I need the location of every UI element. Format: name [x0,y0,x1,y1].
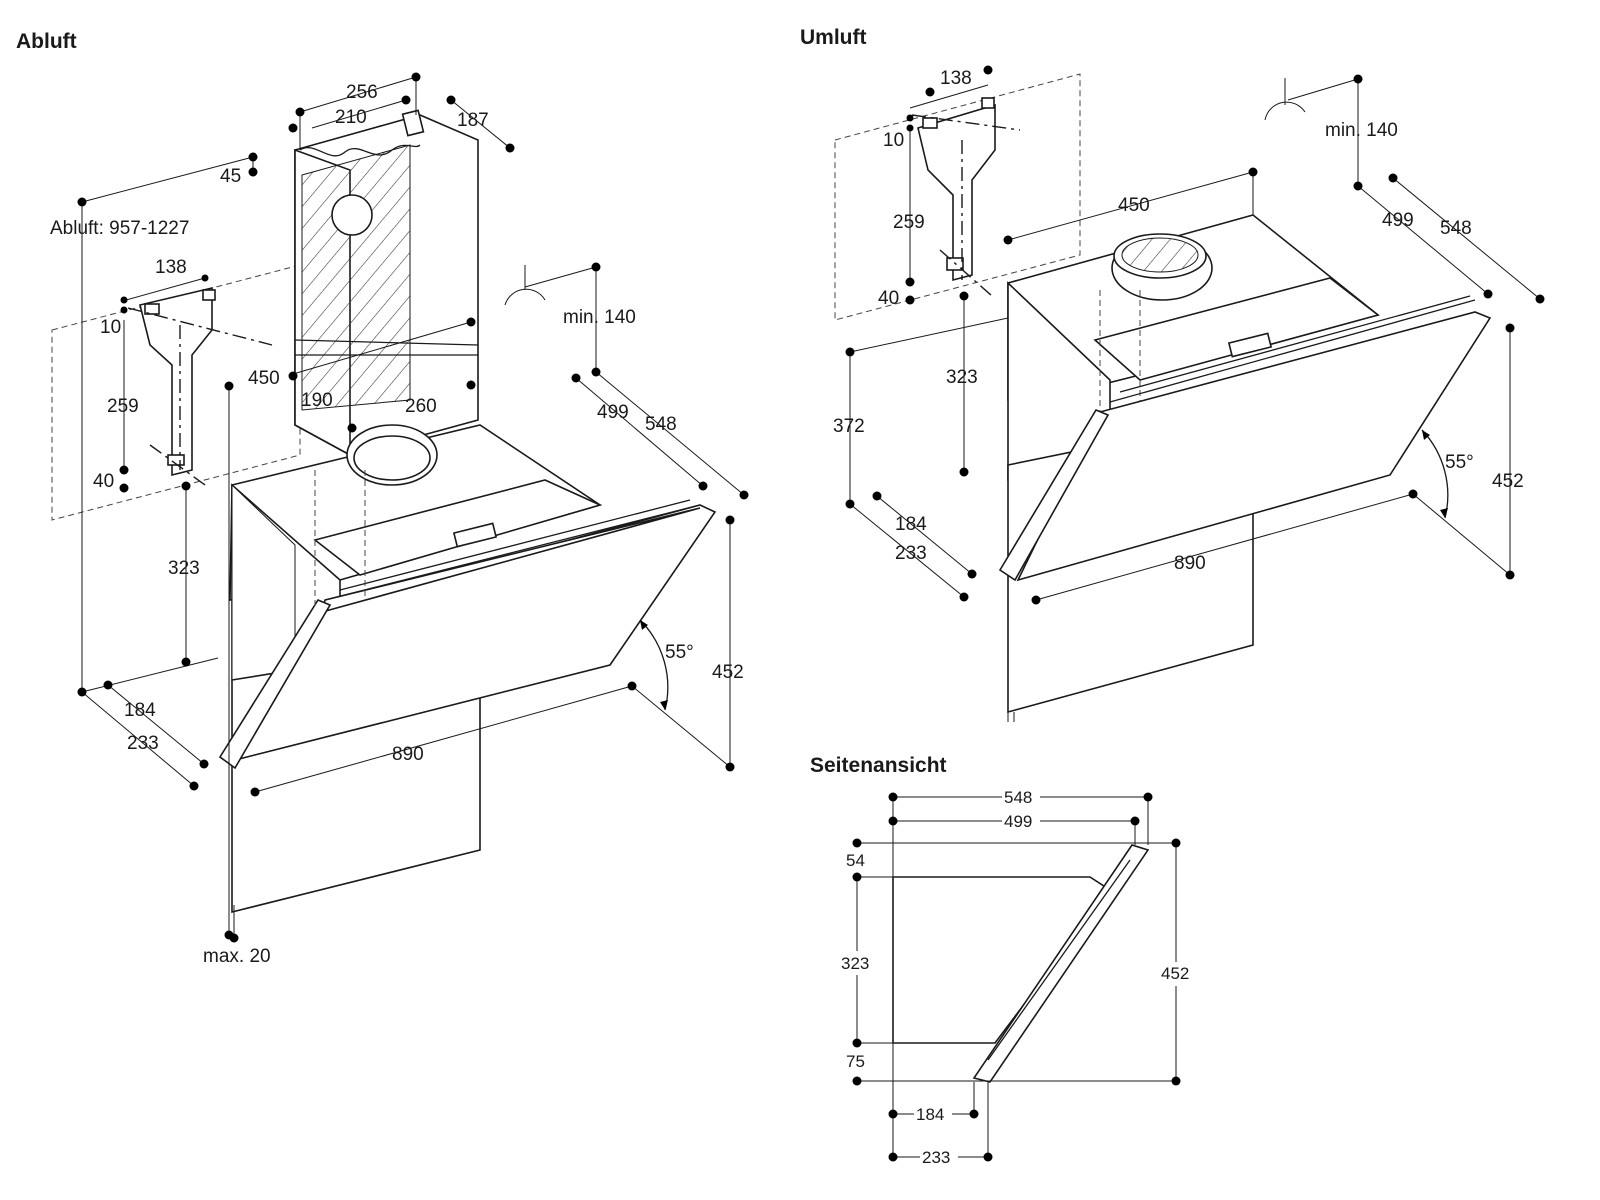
umluft-dim-10: 10 [883,130,904,151]
umluft-dim-452: 452 [1492,471,1524,492]
chimney-abluft [294,109,479,457]
abluft-dimension-lines [81,76,745,938]
recirculation-fan [1099,233,1213,420]
umluft-dim-323: 323 [946,367,978,388]
umluft-dim-372: 372 [833,416,865,437]
abluft-dim-259: 259 [107,396,139,417]
umluft-dim-184: 184 [895,514,927,535]
abluft-dim-138: 138 [155,257,187,278]
abluft-dim-187: 187 [457,110,489,131]
abluft-dim-184: 184 [124,700,156,721]
glass-panel-abluft [218,499,717,770]
abluft-dim-10: 10 [100,317,121,338]
wall-bracket-umluft [911,97,1021,297]
wall-plane [51,264,301,521]
abluft-dim-548: 548 [645,414,677,435]
abluft-dimension-dots [77,72,749,943]
abluft-max-20: max. 20 [203,946,271,967]
abluft-dim-256: 256 [346,82,378,103]
wall-plane-umluft [834,73,1081,321]
umluft-angle-55: 55° [1445,452,1474,473]
side-dim-548: 548 [1004,788,1032,807]
abluft-dim-452: 452 [712,662,744,683]
umluft-dim-450: 450 [1118,195,1150,216]
side-dim-323: 323 [841,954,869,973]
side-dim-499: 499 [1004,812,1032,831]
side-profile [892,844,1150,1083]
side-dim-452: 452 [1161,964,1189,983]
seitenansicht-view: Seitenansicht [810,754,1195,1167]
abluft-dim-40: 40 [93,471,114,492]
side-dim-233: 233 [922,1148,950,1167]
umluft-dimension-dots [845,65,1545,605]
umluft-dim-259: 259 [893,212,925,233]
abluft-dim-45: 45 [220,166,241,187]
abluft-min-140: min. 140 [563,307,636,328]
umluft-dim-548: 548 [1440,218,1472,239]
glass-panel-umluft [998,295,1492,582]
side-dim-184: 184 [916,1105,944,1124]
abluft-dim-323: 323 [168,558,200,579]
umluft-dim-40: 40 [878,288,899,309]
abluft-view: Abluft [16,30,749,967]
exhaust-collar-abluft [314,424,438,610]
abluft-dim-260: 260 [405,396,437,417]
abluft-dim-499: 499 [597,402,629,423]
umluft-labels: 138 10 259 40 450 min. 140 499 548 323 3… [833,68,1524,574]
umluft-dim-138: 138 [940,68,972,89]
wall-bracket [127,286,273,486]
side-label-backgrounds [840,787,1195,1167]
side-dimension-dots [852,792,1181,1162]
side-dim-75: 75 [846,1052,865,1071]
abluft-dim-210: 210 [335,107,367,128]
abluft-range-label: Abluft: 957-1227 [50,218,189,239]
abluft-dim-233: 233 [127,733,159,754]
umluft-view: Umluft [800,26,1545,722]
abluft-dim-190: 190 [301,390,333,411]
abluft-angle-55: 55° [665,642,694,663]
umluft-dim-233: 233 [895,543,927,564]
abluft-dim-890: 890 [392,744,424,765]
umluft-min-140: min. 140 [1325,120,1398,141]
seitenansicht-heading: Seitenansicht [810,754,947,777]
abluft-labels: Abluft: 957-1227 256 210 187 45 138 10 2… [50,82,744,967]
abluft-dim-450: 450 [248,368,280,389]
abluft-heading: Abluft [16,30,77,53]
side-labels: 548 499 54 323 452 75 184 233 [841,788,1189,1167]
umluft-heading: Umluft [800,26,867,49]
umluft-dimension-lines [849,78,1541,722]
umluft-dim-890: 890 [1174,553,1206,574]
umluft-dim-499: 499 [1382,210,1414,231]
side-dim-54: 54 [846,851,865,870]
